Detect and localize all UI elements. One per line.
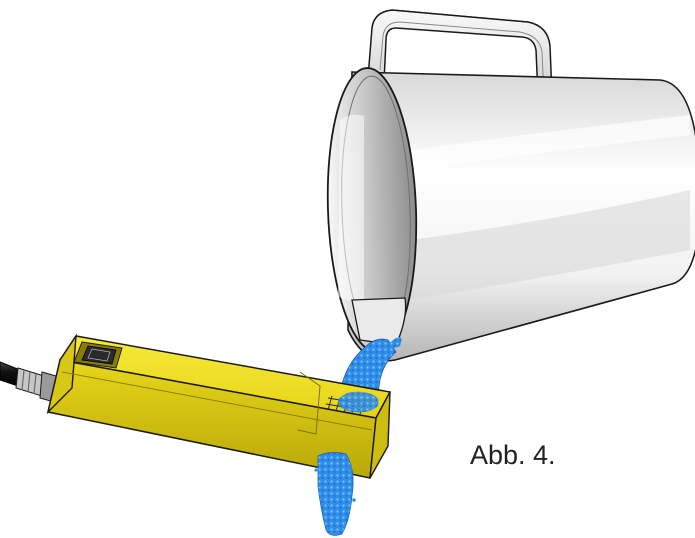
- water-falling-icon: [314, 452, 356, 536]
- sensor-icon: [46, 333, 392, 479]
- water-splash: [338, 391, 379, 413]
- jug-opening: [326, 67, 418, 353]
- jug-icon: [326, 9, 695, 362]
- sensor-led-window: [73, 341, 123, 369]
- connector-icon: [15, 367, 57, 403]
- figure-caption: Abb. 4.: [470, 440, 556, 470]
